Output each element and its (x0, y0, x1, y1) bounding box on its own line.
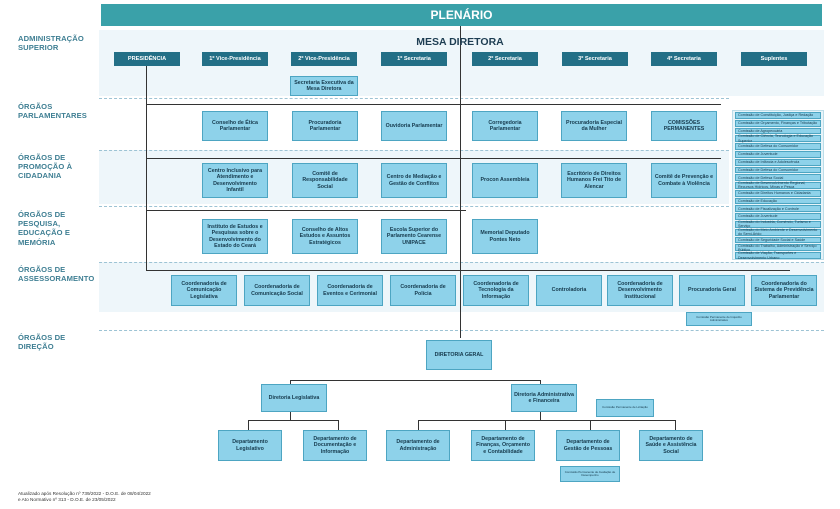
comissao-inquerito-box[interactable]: Comissão Permanente de Inquérito Adminis… (686, 312, 752, 326)
section-label-parl: ÓRGÃOS PARLAMENTARES (18, 102, 87, 121)
org-box-prom[interactable]: Centro Inclusivo para Atendimento e Dese… (202, 163, 268, 198)
dept-box[interactable]: Departamento de Administração (386, 430, 450, 461)
comissao-item[interactable]: Comissão de Educação (735, 197, 821, 205)
connector-line (460, 26, 461, 338)
org-box-pesq[interactable]: Memorial Deputado Pontes Neto (472, 219, 538, 254)
connector-line (540, 412, 541, 420)
connector-line (146, 210, 466, 211)
dept-box[interactable]: Departamento de Finanças, Orçamento e Co… (471, 430, 535, 461)
page-title: PLENÁRIO (101, 4, 822, 26)
connector-line (590, 420, 591, 430)
org-box-parl[interactable]: Procuradoria Especial da Mulher (561, 111, 627, 141)
comissao-item[interactable]: Comissão de Fiscalização e Controle (735, 205, 821, 213)
connector-line (505, 420, 506, 430)
position-2-vice[interactable]: 2º Vice-Presidência (291, 52, 357, 66)
dept-box[interactable]: Departamento de Documentação e Informaçã… (303, 430, 367, 461)
connector-line (418, 420, 675, 421)
connector-line (146, 104, 721, 105)
divider (99, 330, 824, 331)
org-box-pesq[interactable]: Instituto de Estudos e Pesquisas sobre o… (202, 219, 268, 254)
org-box-prom[interactable]: Centro de Mediação e Gestão de Conflitos (381, 163, 447, 198)
comissao-item[interactable]: Comissão de Defesa Social (735, 174, 821, 182)
org-box-prom[interactable]: Procon Assembleia (472, 163, 538, 198)
org-box-parl[interactable]: Conselho de Ética Parlamentar (202, 111, 268, 141)
position-1-vice[interactable]: 1º Vice-Presidência (202, 52, 268, 66)
divider (99, 206, 729, 207)
org-box-parl[interactable]: Corregedoria Parlamentar (472, 111, 538, 141)
position-suplentes[interactable]: Suplentes (741, 52, 807, 66)
org-box-asses[interactable]: Coordenadoria de Tecnologia da Informaçã… (463, 275, 529, 306)
org-box-prom[interactable]: Escritório de Direitos Humanos Frei Tito… (561, 163, 627, 198)
org-box-asses[interactable]: Coordenadoria de Desenvolvimento Institu… (607, 275, 673, 306)
comissao-item[interactable]: Comissão de Defesa do Consumidor (735, 143, 821, 150)
diretoria-legislativa-box[interactable]: Diretoria Legislativa (261, 384, 327, 412)
comissao-item[interactable]: Comissão de Constituição, Justiça e Reda… (735, 112, 821, 119)
org-box-pesq[interactable]: Conselho de Altos Estudos e Assuntos Est… (292, 219, 358, 254)
comissoes-list: Comissão de Constituição, Justiça e Reda… (732, 110, 824, 260)
org-box-asses[interactable]: Coordenadoria de Comunicação Social (244, 275, 310, 306)
connector-line (460, 270, 790, 271)
comissao-item[interactable]: Comissão de Agropecuária (735, 127, 821, 135)
comissao-item[interactable]: Comissão de Desenvolvimento Regional, Re… (735, 181, 821, 189)
connector-line (146, 66, 147, 270)
section-label-asses: ÓRGÃOS DE ASSESSORAMENTO (18, 265, 95, 284)
org-box-parl[interactable]: Ouvidoria Parlamentar (381, 111, 447, 141)
comissao-item[interactable]: Comissão de Infância e Adolescência (735, 158, 821, 166)
org-box-asses[interactable]: Coordenadoria de Comunicação Legislativa (171, 275, 237, 306)
comissao-item[interactable]: Comissão de Direitos Humanos e Cidadania (735, 189, 821, 197)
mesa-diretora-title: MESA DIRETORA (416, 36, 504, 48)
connector-line (248, 420, 338, 421)
position-4-secretaria[interactable]: 4º Secretaria (651, 52, 717, 66)
comissao-item[interactable]: Comissão de Defesa do Consumidor (735, 166, 821, 174)
comissao-item[interactable]: Comissão de Orçamento, Finanças e Tribut… (735, 119, 821, 127)
diretoria-administrativa-box[interactable]: Diretoria Administrativa e Financeira (511, 384, 577, 412)
comissao-item[interactable]: Comissão do Meio Ambiente e Desenvolvime… (735, 228, 821, 236)
comissao-item[interactable]: Comissão de Seguridade Social e Saúde (735, 236, 821, 244)
comissao-item[interactable]: Comissão do Industria, Comércio, Turismo… (735, 220, 821, 228)
org-box-prom[interactable]: Comitê de Responsabilidade Social (292, 163, 358, 198)
position-2-secretaria[interactable]: 2º Secretaria (472, 52, 538, 66)
org-box-pesq[interactable]: Escola Superior do Parlamento Cearense U… (381, 219, 447, 254)
comissao-item[interactable]: Comissão do Trabalho, Administração e Se… (735, 244, 821, 252)
comissao-item[interactable]: Comissão de Ciência, Tecnologia e Educaç… (735, 134, 821, 143)
org-box-parl[interactable]: COMISSÕES PERMANENTES (651, 111, 717, 141)
comissao-item[interactable]: Comissão de Viação, Transportes e Desenv… (735, 251, 821, 260)
section-label-pesq: ÓRGÃOS DE PESQUISA, EDUCAÇÃO E MEMÓRIA (18, 210, 71, 247)
connector-line (675, 420, 676, 430)
comissao-item[interactable]: Comissão de Juventude (735, 213, 821, 221)
org-box-asses[interactable]: Coordenadoria de Eventos e Cerimonial (317, 275, 383, 306)
position-3-secretaria[interactable]: 3º Secretaria (562, 52, 628, 66)
position-1-secretaria[interactable]: 1º Secretaria (381, 52, 447, 66)
org-box-prom[interactable]: Comitê de Prevenção e Combate à Violênci… (651, 163, 717, 198)
org-box-asses[interactable]: Procuradoria Geral (679, 275, 745, 306)
connector-line (418, 420, 419, 430)
diretoria-geral-box[interactable]: DIRETORIA GERAL (426, 340, 492, 370)
secretaria-executiva-box[interactable]: Secretaria Executiva da Mesa Diretora (290, 76, 358, 96)
org-box-asses[interactable]: Controladoria (536, 275, 602, 306)
comissao-desempenho-box[interactable]: Comissão Permanente de Avaliação de Dese… (560, 466, 620, 482)
org-box-asses[interactable]: Coordenadoria de Polícia (390, 275, 456, 306)
connector-line (146, 270, 460, 271)
org-box-asses[interactable]: Coordenadoria do Sistema de Previdência … (751, 275, 817, 306)
section-label-prom: ÓRGÃOS DE PROMOÇÃO À CIDADANIA (18, 153, 73, 181)
comissao-item[interactable]: Comissão de Juventude (735, 150, 821, 158)
org-box-parl[interactable]: Procuradoria Parlamentar (292, 111, 358, 141)
connector-line (248, 420, 249, 430)
footer-note: e Ato Normativo nº 313 - D.O.E. de 23/05… (18, 497, 116, 502)
connector-line (338, 420, 339, 430)
connector-line (290, 380, 540, 381)
section-label-dir: ÓRGÃOS DE DIREÇÃO (18, 333, 66, 352)
section-label-admin: ADMINISTRAÇÃO SUPERIOR (18, 34, 84, 53)
position-presidencia[interactable]: PRESIDÊNCIA (114, 52, 180, 66)
connector-line (290, 380, 291, 384)
connector-line (146, 158, 721, 159)
dept-box[interactable]: Departamento de Gestão de Pessoas (556, 430, 620, 461)
divider (99, 98, 729, 99)
footer-note: Atualizado após Resolução nº 739/2022 - … (18, 491, 151, 496)
connector-line (540, 380, 541, 384)
dept-box[interactable]: Departamento de Saúde e Assistência Soci… (639, 430, 703, 461)
dept-box[interactable]: Departamento Legislativo (218, 430, 282, 461)
connector-line (290, 412, 291, 420)
comissao-licitacao-box[interactable]: Comissão Permanente de Licitação (596, 399, 654, 417)
